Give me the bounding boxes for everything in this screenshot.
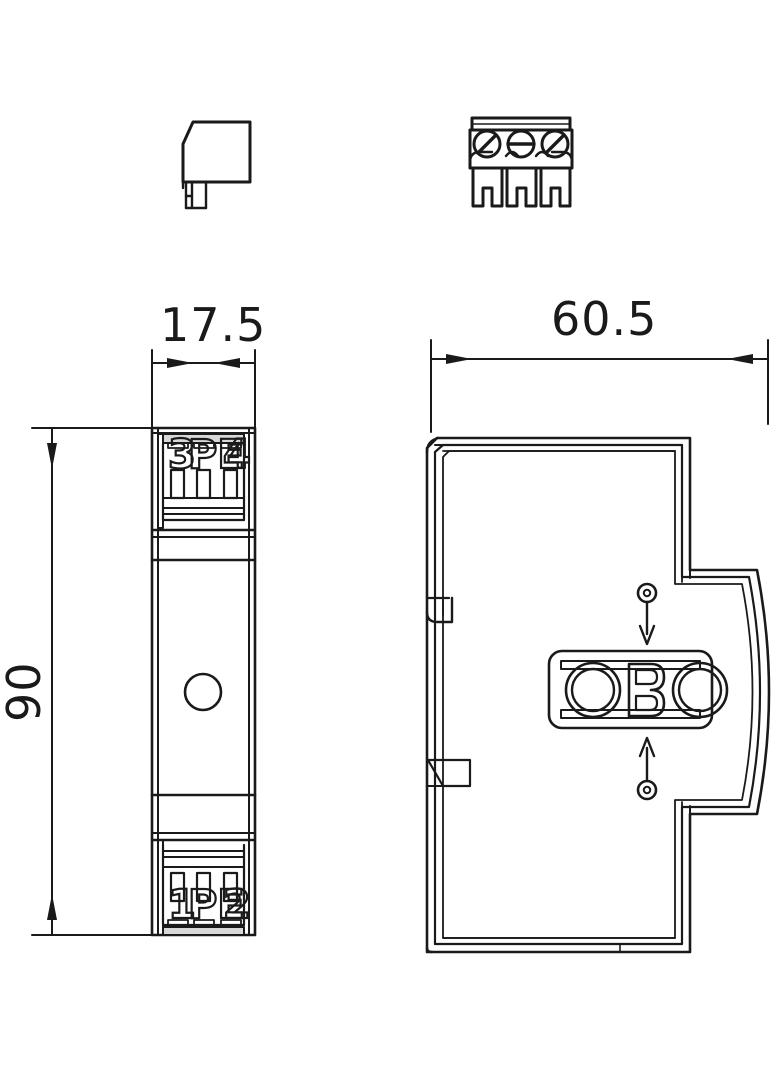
- dimension-text-height: 90: [0, 661, 51, 722]
- dimension-width-17-5: [151, 349, 256, 433]
- dimension-text-width: 17.5: [160, 298, 266, 352]
- terminal-label-top-2: 4: [223, 432, 251, 478]
- terminal-label-bottom-2: 2: [223, 882, 251, 928]
- front-view-center-hole: [183, 672, 223, 712]
- dimension-text-depth: 60.5: [551, 292, 657, 346]
- terminal-label-bottom-1: PE: [188, 882, 245, 928]
- dimension-height-90: [31, 427, 161, 936]
- obo-letter-o-left: [564, 661, 622, 719]
- side-view-right-step-lower: [681, 801, 691, 825]
- front-view-bottom-terminal: [157, 839, 246, 936]
- terminal-label-top-1: PE: [188, 432, 245, 478]
- terminal-label-bottom-0: 1: [168, 882, 196, 928]
- obo-logo-plate: [547, 649, 729, 730]
- obo-letter-b: [627, 662, 666, 718]
- side-view-din-notch-lower: [426, 758, 472, 788]
- terminal-label-top-0: 3: [168, 432, 196, 478]
- side-view-right-step-upper: [681, 559, 691, 583]
- din-rail-pin-marker-bottom: [636, 736, 658, 801]
- detail-terminal-block-front-view: [468, 116, 574, 208]
- terminal-labels: 3 PE 4 1 PE 2: [167, 431, 252, 929]
- front-view: [150, 426, 257, 937]
- din-rail-pin-marker-top: [636, 582, 658, 646]
- side-view-din-notch-upper: [425, 596, 454, 624]
- obo-letter-o-right: [671, 661, 729, 719]
- detail-connector-side-view: [181, 120, 252, 210]
- dimension-depth-60-5: [430, 339, 769, 433]
- front-view-top-terminal: [151, 432, 256, 529]
- side-view: [425, 436, 771, 954]
